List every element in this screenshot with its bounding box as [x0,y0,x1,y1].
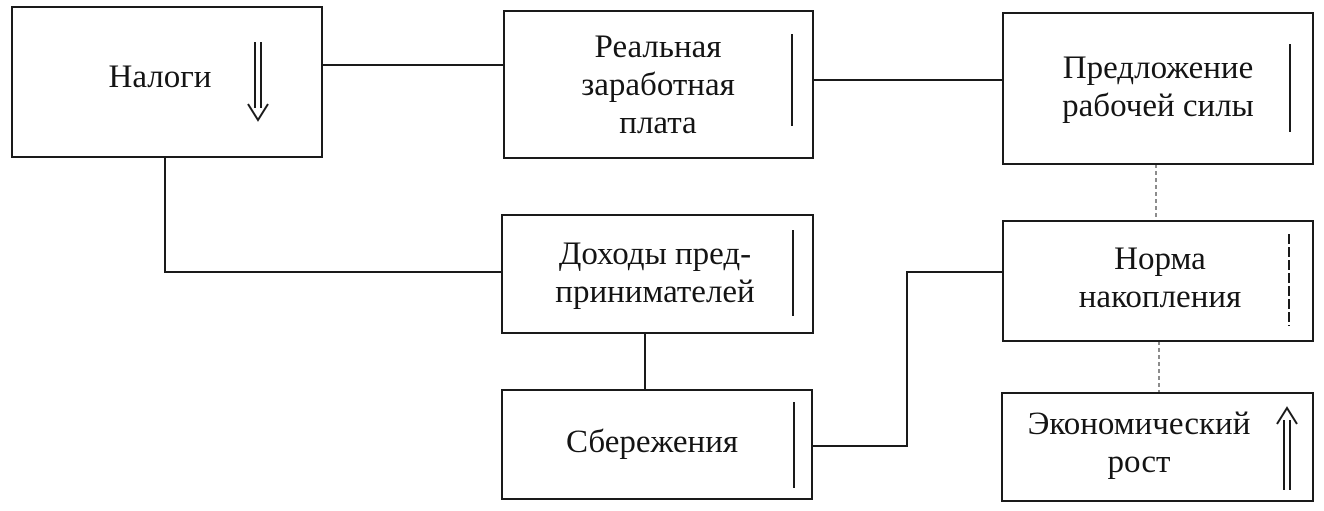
economic-growth-line-1: Экономический [1027,406,1251,442]
accumulation-rate-label: Норма накопления [1050,240,1270,316]
entrepreneur-income-box [501,214,814,334]
economic-growth-line-2: рост [1107,444,1171,480]
accumulation-rate-line-1: Норма [1114,241,1206,277]
savings-label: Сбережения [532,423,772,461]
labor-supply-box [1002,12,1314,165]
up-arrow-icon [793,402,795,488]
taxes-label: Налоги [60,58,260,96]
entrepreneur-income-line-1: Доходы пред- [558,236,752,272]
real-wage-label: Реальная заработная плата [538,28,778,142]
accumulation-rate-line-2: накопления [1078,279,1242,315]
up-arrow-icon [791,34,793,126]
up-double-arrow-icon [1276,406,1298,490]
connector-taxes-income [164,157,501,273]
entrepreneur-income-label: Доходы пред- принимателей [530,235,780,311]
connector-savings-accumulation [812,271,1002,447]
real-wage-line-3: плата [619,105,697,141]
down-double-arrow-icon [247,42,269,122]
taxes-line-1: Налоги [108,59,212,95]
up-arrow-icon [1288,234,1290,326]
labor-supply-label: Предложение рабочей силы [1032,49,1284,125]
real-wage-box [503,10,814,159]
labor-supply-line-2: рабочей силы [1062,88,1254,124]
up-arrow-icon [1289,44,1291,132]
labor-supply-line-1: Предложение [1062,50,1254,86]
savings-line-1: Сбережения [565,424,739,460]
taxes-box [11,6,323,158]
accumulation-rate-box [1002,220,1314,342]
economic-growth-label: Экономический рост [1004,405,1274,481]
real-wage-line-1: Реальная [594,29,722,65]
entrepreneur-income-line-2: принимателей [555,274,755,310]
up-arrow-icon [792,230,794,316]
savings-box [501,389,813,500]
real-wage-line-2: заработная [581,67,735,103]
economic-growth-box [1001,392,1314,502]
